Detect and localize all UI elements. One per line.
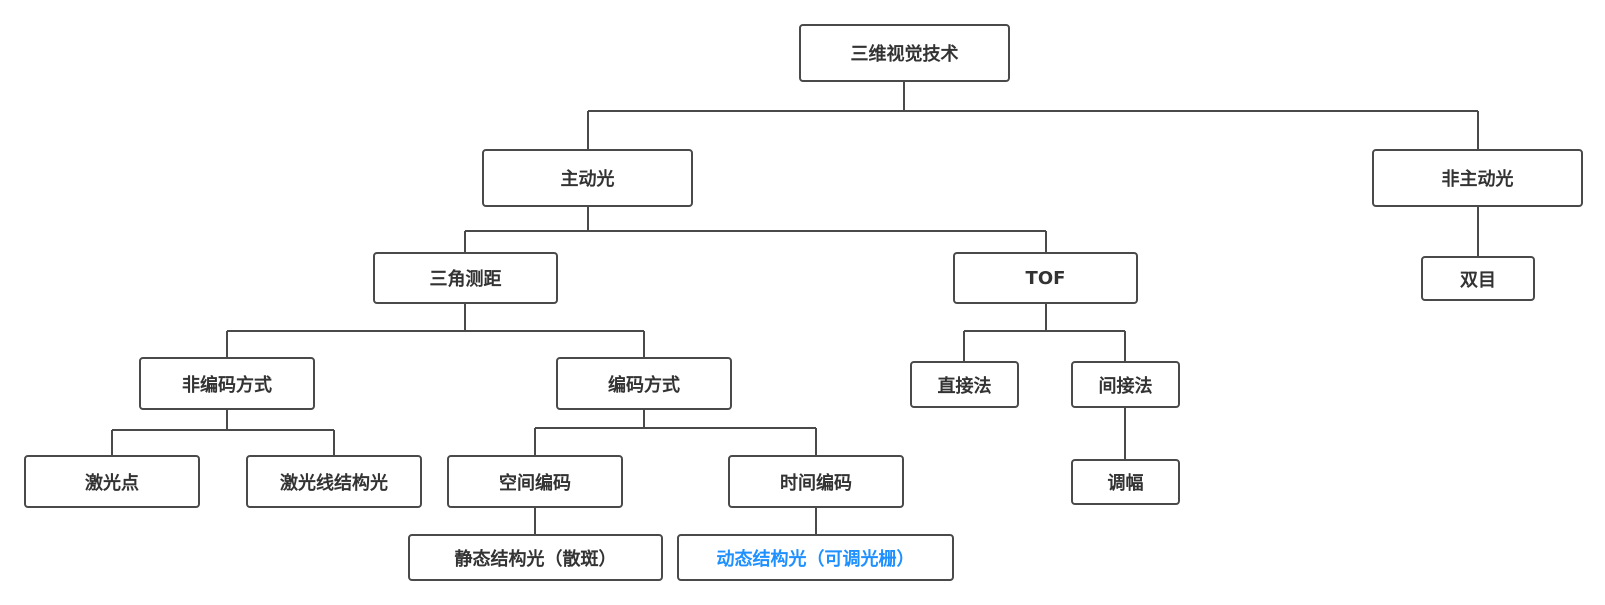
node-spatial: 空间编码	[447, 455, 623, 508]
node-passive: 非主动光	[1372, 149, 1583, 207]
node-tof: TOF	[953, 252, 1138, 304]
node-code: 编码方式	[556, 357, 732, 410]
node-binocular: 双目	[1421, 256, 1535, 301]
node-root: 三维视觉技术	[799, 24, 1010, 82]
node-direct: 直接法	[910, 361, 1019, 408]
node-amplitude: 调幅	[1071, 459, 1180, 505]
node-static: 静态结构光（散斑）	[408, 534, 663, 581]
node-temporal: 时间编码	[728, 455, 904, 508]
node-active: 主动光	[482, 149, 693, 207]
node-dynamic: 动态结构光（可调光栅）	[677, 534, 954, 581]
node-noncode: 非编码方式	[139, 357, 315, 410]
node-laserline: 激光线结构光	[246, 455, 422, 508]
node-tri: 三角测距	[373, 252, 558, 304]
node-laserpoint: 激光点	[24, 455, 200, 508]
node-indirect: 间接法	[1071, 361, 1180, 408]
